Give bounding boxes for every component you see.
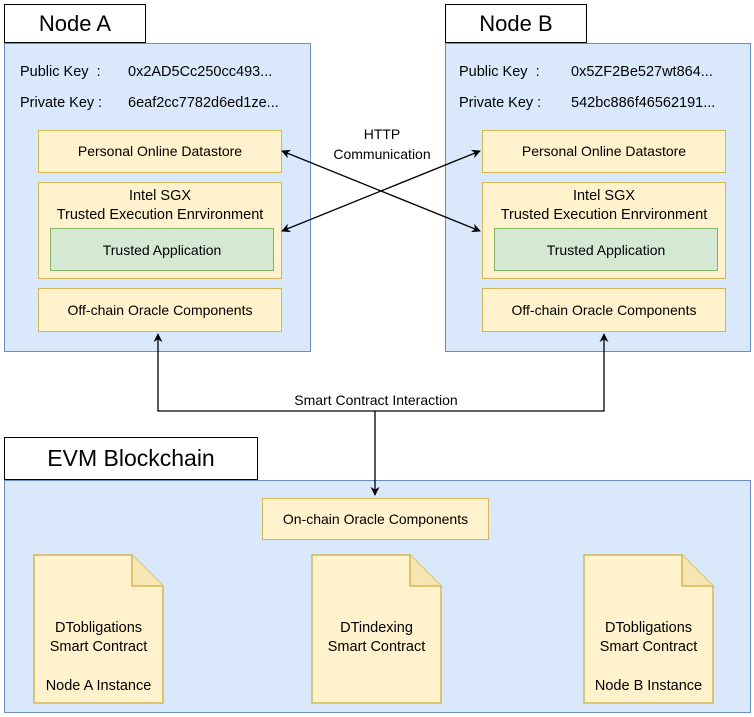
node-a-datastore: Personal Online Datastore bbox=[38, 130, 282, 173]
node-b-title-text: Node B bbox=[479, 10, 553, 36]
document-shape-icon bbox=[311, 554, 442, 704]
http-label-line2: Communication bbox=[333, 146, 431, 162]
node-b-private-key-label: Private Key : bbox=[459, 95, 542, 111]
node-a-offchain: Off-chain Oracle Components bbox=[38, 288, 282, 332]
node-b-offchain: Off-chain Oracle Components bbox=[482, 288, 726, 332]
contract-node-b-document: DTobligations Smart Contract Node B Inst… bbox=[583, 554, 714, 704]
contract-a-line2: Smart Contract bbox=[49, 639, 148, 655]
node-a-trusted-app-label: Trusted Application bbox=[102, 241, 222, 258]
contract-node-a-name: DTobligations Smart Contract bbox=[33, 619, 164, 657]
contract-indexing-name: DTindexing Smart Contract bbox=[311, 619, 442, 657]
node-b-datastore: Personal Online Datastore bbox=[482, 130, 726, 173]
node-b-public-key-value: 0x5ZF2Be527wt864... bbox=[571, 64, 713, 80]
node-a-datastore-label: Personal Online Datastore bbox=[77, 143, 243, 159]
onchain-label: On-chain Oracle Components bbox=[282, 510, 469, 527]
document-shape-icon bbox=[583, 554, 714, 704]
node-b-private-key-value: 542bc886f46562191... bbox=[571, 95, 716, 111]
node-b-title: Node B bbox=[445, 4, 587, 43]
blockchain-title: EVM Blockchain bbox=[4, 437, 258, 480]
node-a-public-key-value: 0x2AD5Cc250cc493... bbox=[128, 64, 273, 80]
contract-idx-line2: Smart Contract bbox=[327, 639, 426, 655]
contract-b-line2: Smart Contract bbox=[599, 639, 698, 655]
contract-b-line1: DTobligations bbox=[604, 620, 693, 636]
node-a-sgx-line1: Intel SGX bbox=[128, 188, 192, 204]
contract-node-a-document: DTobligations Smart Contract Node A Inst… bbox=[33, 554, 164, 704]
http-communication-label: HTTP Communication bbox=[322, 124, 442, 164]
contract-node-b-instance: Node B Instance bbox=[594, 678, 703, 694]
node-a-private-key-value: 6eaf2cc7782d6ed1ze... bbox=[128, 95, 279, 111]
node-b-offchain-label: Off-chain Oracle Components bbox=[511, 301, 697, 318]
node-b-panel: Public Key : 0x5ZF2Be527wt864... Private… bbox=[445, 43, 751, 352]
node-b-sgx-title: Intel SGX Trusted Execution Enrvironment bbox=[483, 187, 725, 225]
node-b-sgx-line1: Intel SGX bbox=[572, 188, 636, 204]
node-b-trusted-app: Trusted Application bbox=[494, 228, 718, 271]
node-a-private-key-label: Private Key : bbox=[20, 95, 103, 111]
node-a-public-key-label: Public Key : bbox=[20, 64, 101, 80]
blockchain-title-text: EVM Blockchain bbox=[47, 445, 215, 471]
contract-a-line1: DTobligations bbox=[54, 620, 143, 636]
contract-idx-line1: DTindexing bbox=[340, 620, 413, 636]
node-a-sgx-line2: Trusted Execution Enrvironment bbox=[56, 207, 264, 223]
contract-indexing-document: DTindexing Smart Contract bbox=[311, 554, 442, 704]
node-a-panel: Public Key : 0x2AD5Cc250cc493... Private… bbox=[4, 43, 311, 352]
node-a-title-text: Node A bbox=[38, 10, 112, 36]
node-b-sgx: Intel SGX Trusted Execution Enrvironment… bbox=[482, 182, 726, 279]
onchain-oracle-components: On-chain Oracle Components bbox=[262, 498, 489, 540]
node-a-title: Node A bbox=[4, 4, 146, 43]
node-b-trusted-app-label: Trusted Application bbox=[546, 241, 666, 258]
node-a-sgx-title: Intel SGX Trusted Execution Enrvironment bbox=[39, 187, 281, 225]
contract-node-a-instance: Node A Instance bbox=[45, 678, 152, 694]
node-b-public-key-label: Public Key : bbox=[459, 64, 540, 80]
http-label-line1: HTTP bbox=[363, 126, 401, 142]
smart-contract-interaction-label: Smart Contract Interaction bbox=[276, 392, 476, 408]
node-a-offchain-label: Off-chain Oracle Components bbox=[67, 301, 253, 318]
node-b-datastore-label: Personal Online Datastore bbox=[521, 143, 687, 159]
node-a-sgx: Intel SGX Trusted Execution Enrvironment… bbox=[38, 182, 282, 279]
contract-node-b-name: DTobligations Smart Contract bbox=[583, 619, 714, 657]
node-a-trusted-app: Trusted Application bbox=[50, 228, 274, 271]
node-b-sgx-line2: Trusted Execution Enrvironment bbox=[500, 207, 708, 223]
document-shape-icon bbox=[33, 554, 164, 704]
